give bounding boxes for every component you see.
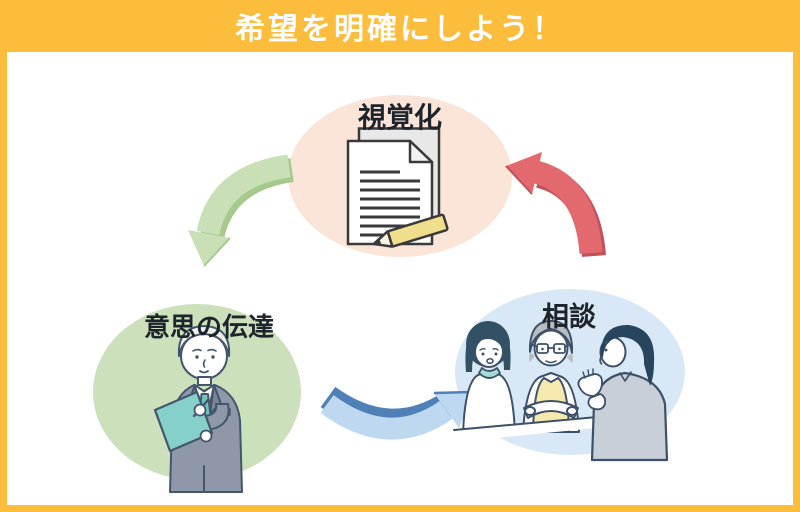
arrow-head — [188, 230, 230, 266]
node-label-communication: 意思の伝達 — [143, 313, 275, 343]
arrow-consultation-to-visualization-icon — [505, 152, 606, 258]
node-label-consultation: 相談 — [542, 302, 596, 333]
three-people-consulting-icon — [453, 320, 669, 462]
arrow-shaft — [532, 160, 603, 255]
arrow-head — [434, 392, 473, 428]
document-with-pencil-icon — [346, 127, 449, 248]
frame-border-right — [793, 0, 800, 512]
arrow-shaft — [320, 395, 453, 440]
frame-border-left — [0, 0, 7, 512]
businessman-with-clipboard-icon — [153, 325, 243, 493]
arrow-shaft — [196, 154, 291, 236]
arrow-head — [506, 152, 542, 194]
arrow-head-shade — [505, 165, 533, 195]
arrow-visualization-to-communication-icon — [188, 154, 295, 267]
crossed-arms — [523, 400, 579, 419]
arrow-head-shade — [433, 390, 474, 395]
pencil-icon — [372, 213, 449, 248]
gesturing-hand — [577, 373, 603, 397]
page-title: 希望を明確にしよう！ — [235, 12, 565, 47]
arrow-communication-to-consultation-icon — [320, 386, 474, 440]
header-banner: 希望を明確にしよう！ — [0, 0, 800, 52]
node-label-visualization: 視覚化 — [357, 101, 443, 134]
consultant-figure — [577, 324, 669, 462]
woman-figure — [462, 321, 516, 435]
frame-border-bottom — [0, 505, 800, 512]
clipboard-icon — [153, 390, 214, 453]
businessman-head — [177, 325, 231, 386]
older-man-figure — [522, 320, 580, 433]
arrow-head-shade — [203, 237, 231, 267]
